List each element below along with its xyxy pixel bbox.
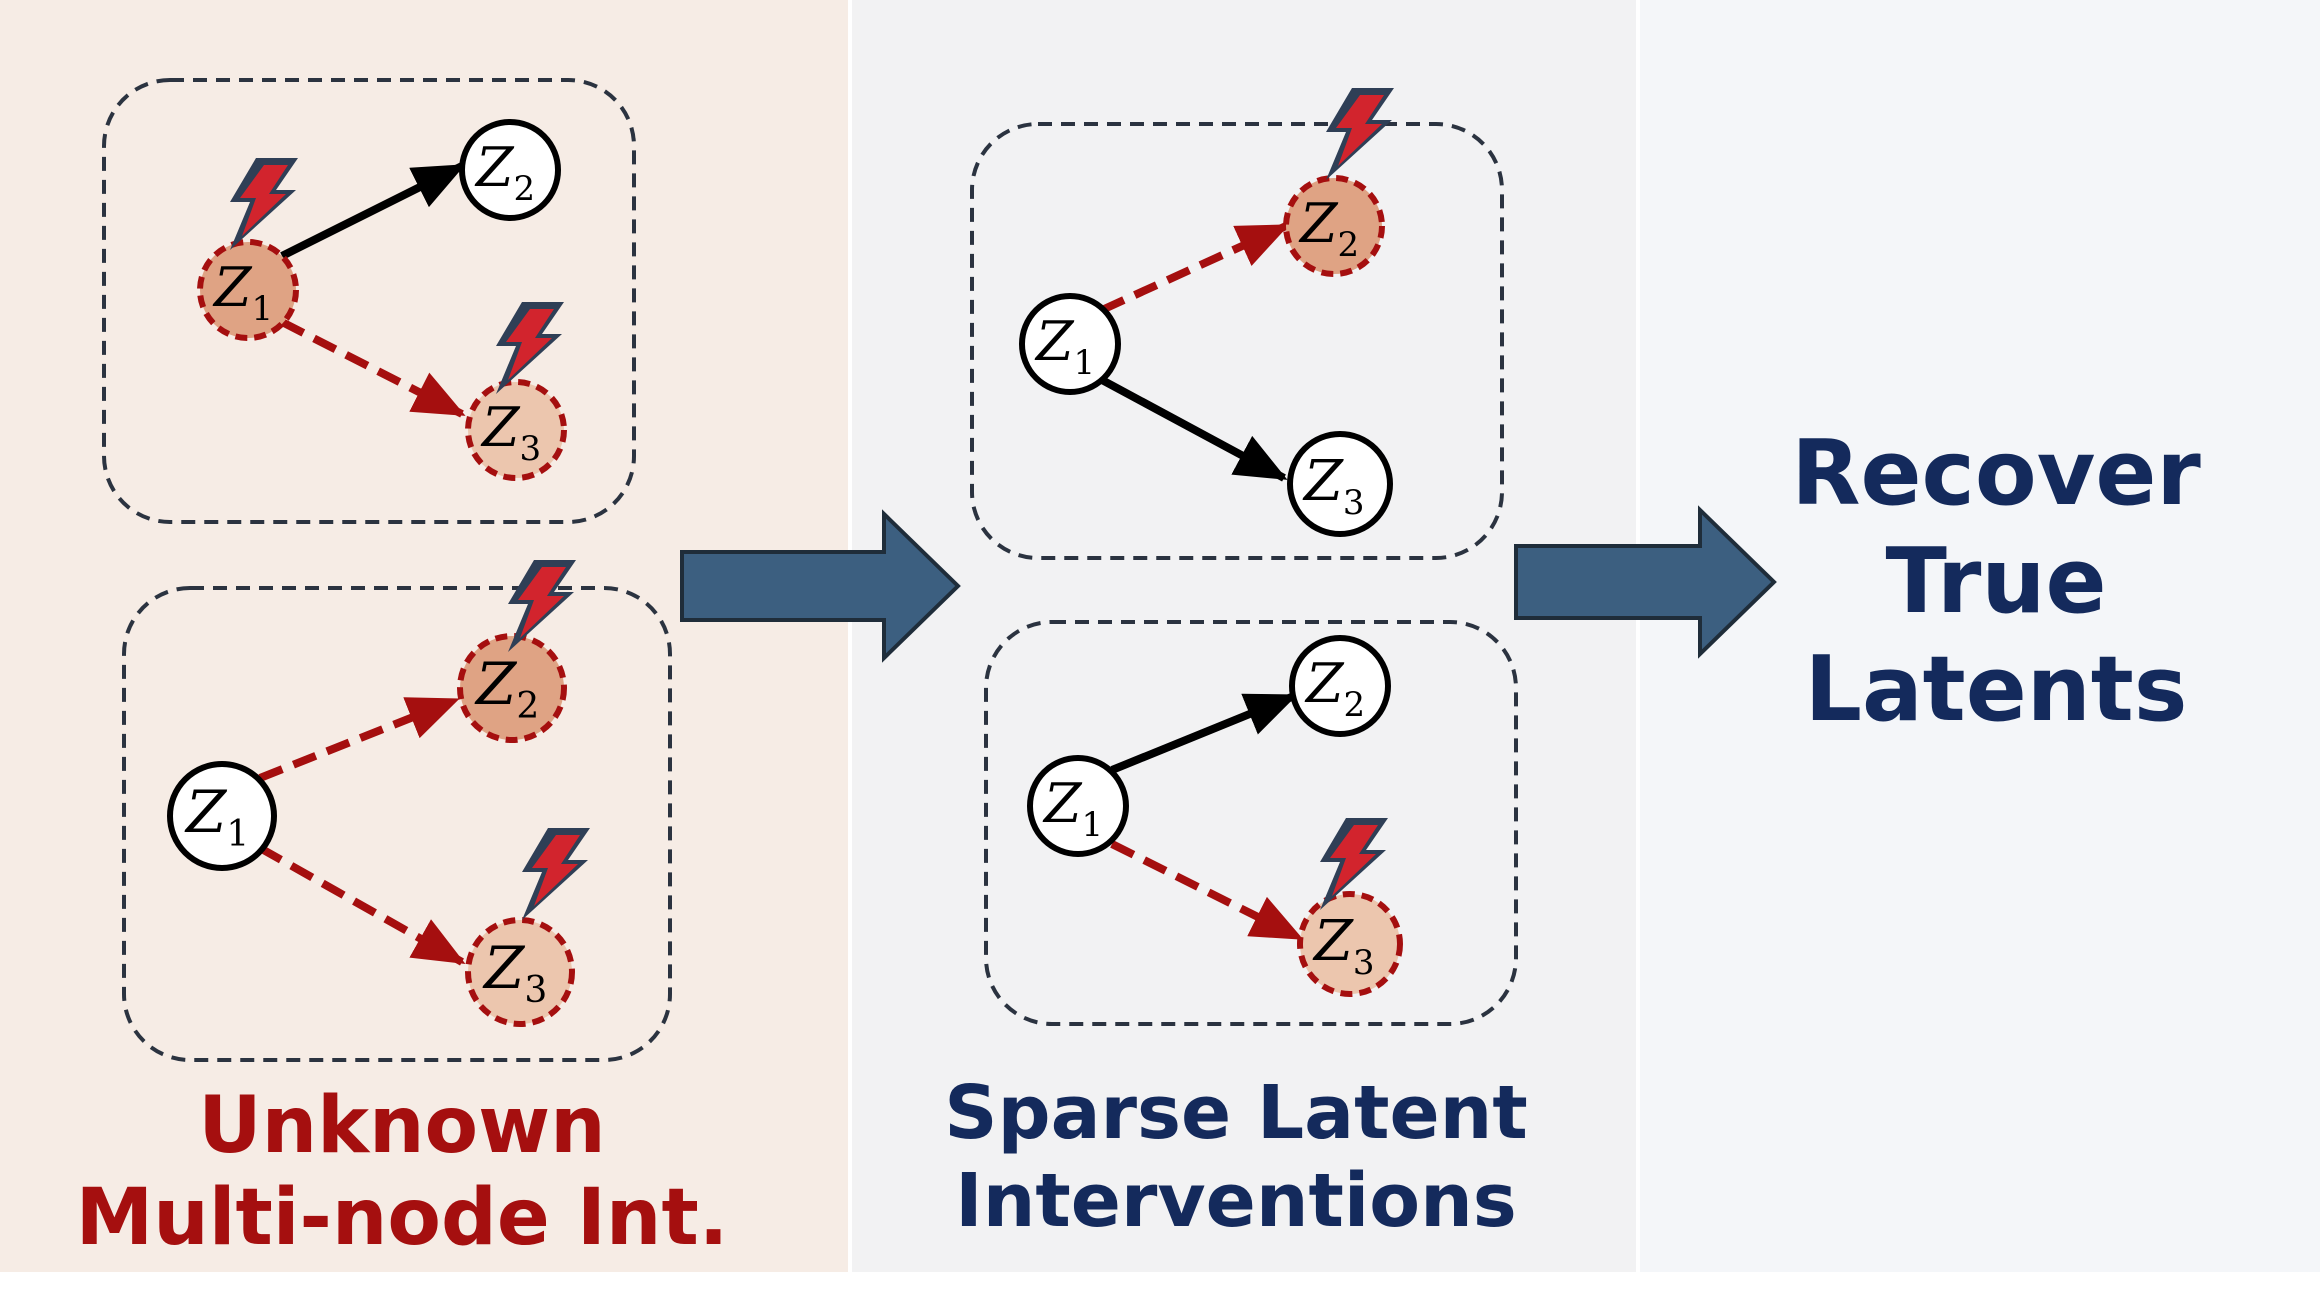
- node-z2: [459, 119, 561, 221]
- node-subscript: 3: [1343, 483, 1365, 523]
- edge-z1-z3-solid: [1100, 376, 1288, 482]
- edge-z1-z3-intervened: [258, 844, 466, 966]
- node-subscript: 2: [1344, 685, 1366, 725]
- node-label: Z: [1302, 449, 1344, 514]
- graph-box-left-bottom: [122, 586, 672, 1062]
- caption-left-line2: Multi-node Int.: [76, 1173, 729, 1263]
- node-z1: [1027, 755, 1129, 857]
- caption-right-line3: Latents: [1805, 637, 2188, 742]
- panel-middle: [850, 0, 1638, 1272]
- right-arrow-icon: [1514, 505, 1777, 659]
- node-z3-intervened: [465, 917, 575, 1027]
- edge-z1-z2-solid: [280, 162, 466, 260]
- svg-text:Z3: Z3: [480, 396, 541, 469]
- node-z2-intervened: [1283, 175, 1385, 277]
- node-subscript: 1: [226, 814, 249, 855]
- node-z3-intervened: [1297, 891, 1403, 997]
- svg-text:Z3: Z3: [1302, 449, 1365, 523]
- node-subscript: 1: [1074, 343, 1096, 383]
- node-subscript: 1: [252, 289, 274, 329]
- panel-right: [1638, 0, 2320, 1272]
- node-z2-intervened: [457, 633, 567, 743]
- node-subscript: 3: [520, 429, 542, 469]
- node-z2: [1289, 635, 1391, 737]
- svg-text:Z2: Z2: [474, 650, 539, 727]
- node-z1: [167, 761, 277, 871]
- svg-text:Z1: Z1: [1042, 772, 1103, 845]
- node-z3-intervened: [465, 379, 567, 481]
- svg-text:Z3: Z3: [482, 934, 547, 1011]
- node-label: Z: [1298, 192, 1339, 255]
- node-label: Z: [212, 256, 253, 319]
- svg-text:Z1: Z1: [184, 778, 249, 855]
- edge-z1-z2-solid: [1110, 692, 1298, 774]
- node-z1-intervened: [197, 239, 299, 341]
- node-label: Z: [1042, 772, 1083, 835]
- svg-text:Z1: Z1: [212, 256, 273, 329]
- svg-text:Z1: Z1: [1034, 310, 1095, 383]
- node-subscript: 3: [1353, 943, 1375, 983]
- graph-box-middle-top: [970, 122, 1504, 560]
- node-subscript: 2: [516, 686, 539, 727]
- caption-right-line2: True: [1885, 529, 2106, 634]
- caption-middle-line1: Sparse Latent: [944, 1070, 1527, 1156]
- node-label: Z: [1312, 909, 1354, 974]
- svg-text:Z2: Z2: [474, 136, 535, 209]
- node-z3: [1287, 431, 1393, 537]
- node-label: Z: [1304, 652, 1345, 715]
- node-label: Z: [184, 778, 228, 846]
- node-label: Z: [482, 934, 526, 1002]
- caption-middle-line2: Interventions: [955, 1158, 1517, 1244]
- node-subscript: 1: [1082, 805, 1104, 845]
- svg-text:Z2: Z2: [1298, 192, 1359, 265]
- node-subscript: 2: [514, 169, 536, 209]
- caption-right-line1: Recover: [1791, 421, 2201, 526]
- graph-box-left-top: [102, 78, 636, 524]
- node-label: Z: [1034, 310, 1075, 373]
- node-label: Z: [474, 650, 518, 718]
- svg-text:Z2: Z2: [1304, 652, 1365, 725]
- caption-left-line1: Unknown: [198, 1081, 605, 1171]
- svg-text:Z3: Z3: [1312, 909, 1375, 983]
- node-subscript: 3: [524, 970, 547, 1011]
- node-label: Z: [480, 396, 521, 459]
- node-label: Z: [474, 136, 515, 199]
- right-arrow-icon: [680, 509, 961, 663]
- node-subscript: 2: [1338, 225, 1360, 265]
- node-z1: [1019, 293, 1121, 395]
